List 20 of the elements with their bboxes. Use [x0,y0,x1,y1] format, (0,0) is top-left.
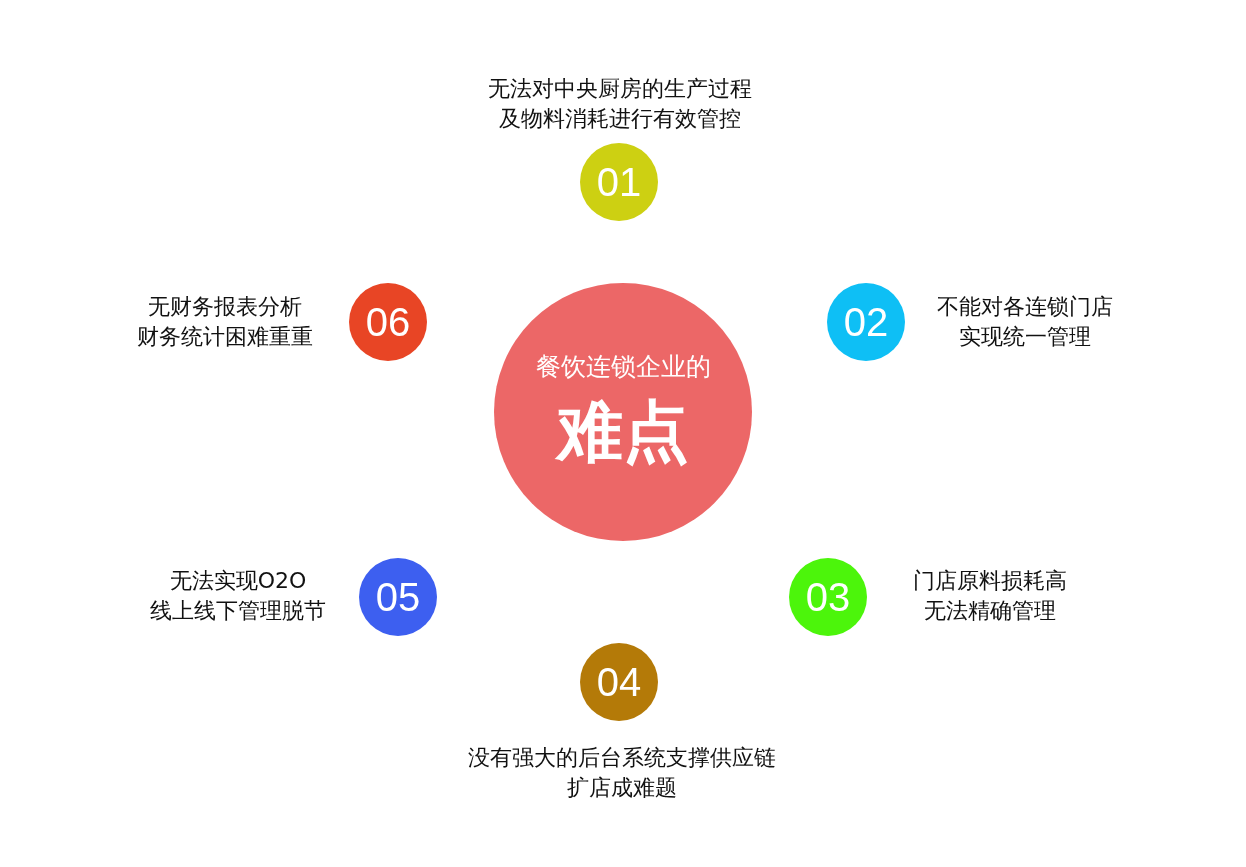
caption-text: 实现统一管理 [959,323,1091,351]
caption-text: 无法实现O2O [169,567,307,595]
number-badge: 01 [580,143,658,221]
number-badge: 03 [789,558,867,636]
title-text: 难点 [557,392,689,472]
number-badge: 05 [359,558,437,636]
caption-text: 门店原料损耗高 [913,567,1067,595]
caption-text: 没有强大的后台系统支撑供应链 [468,744,776,772]
caption-text: 财务统计困难重重 [137,323,313,351]
caption-text: 无法精确管理 [924,597,1056,625]
caption-text: 不能对各连锁门店 [937,293,1113,321]
caption-text: 线上线下管理脱节 [150,597,326,625]
caption-text: 及物料消耗进行有效管控 [499,105,741,133]
number-badge: 02 [827,283,905,361]
caption-text: 无法对中央厨房的生产过程 [488,75,752,103]
number-badge: 04 [580,643,658,721]
subtitle-text: 餐饮连锁企业的 [535,351,711,383]
number-badge: 06 [349,283,427,361]
caption-text: 无财务报表分析 [148,293,302,321]
caption-text: 扩店成难题 [567,774,677,802]
